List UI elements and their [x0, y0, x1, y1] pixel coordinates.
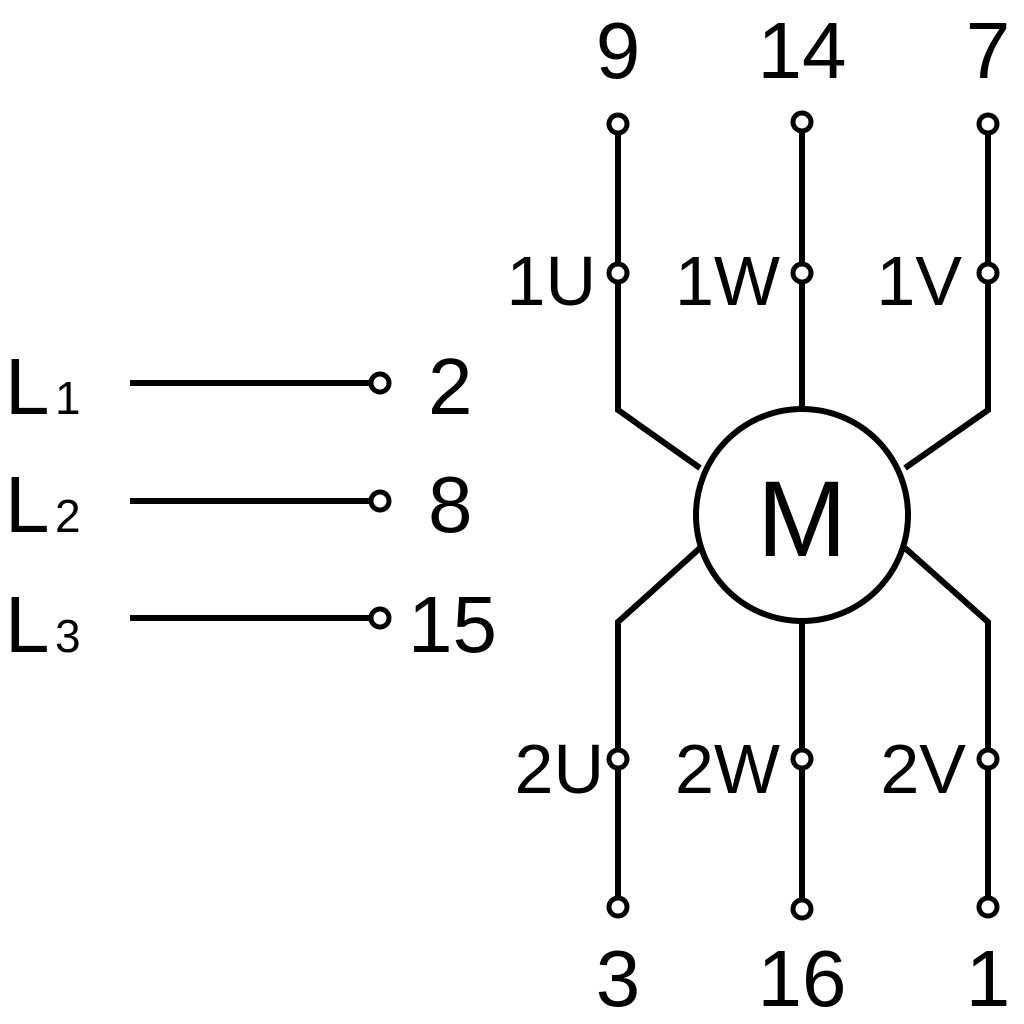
top-terminal-9: 9 [596, 6, 641, 136]
terminal-connector [368, 606, 392, 630]
motor-symbol: M [693, 406, 911, 624]
winding-wire-2v [903, 545, 991, 898]
bottom-terminal-1: 1 [966, 895, 1011, 1023]
motor-label: M [757, 458, 847, 579]
winding-label: 2V [880, 730, 966, 808]
winding-end-2u: 2U [515, 730, 630, 808]
terminal-number: 2 [428, 342, 473, 431]
motor-circle [693, 406, 911, 624]
winding-end-2v: 2V [880, 730, 1000, 808]
supply-line-index: 3 [55, 610, 81, 662]
terminal-connector [606, 895, 630, 919]
terminal-number: 15 [408, 580, 497, 669]
terminal-connector [790, 261, 814, 285]
terminal-connector [790, 747, 814, 771]
supply-line-letter: L [5, 460, 50, 549]
supply-line-index: 1 [55, 372, 81, 424]
terminal-connector [976, 261, 1000, 285]
supply-line-letter: L [5, 342, 50, 431]
winding-label: 1W [675, 242, 780, 320]
winding-start-1v: 1V [876, 242, 1000, 320]
winding-label: 2W [675, 730, 780, 808]
terminal-connector [976, 747, 1000, 771]
bottom-terminal-16: 16 [758, 897, 847, 1023]
supply-line-l3: L 3 15 [5, 580, 497, 669]
supply-line-l2: L 2 8 [5, 460, 473, 549]
bottom-terminal-3: 3 [596, 895, 641, 1023]
winding-start-1w: 1W [675, 242, 814, 320]
terminal-number: 1 [966, 934, 1011, 1023]
terminal-connector [606, 747, 630, 771]
terminal-number: 7 [966, 6, 1011, 95]
winding-label: 2U [515, 730, 604, 808]
supply-line-letter: L [5, 580, 50, 669]
terminal-number: 16 [758, 934, 847, 1023]
winding-label: 1V [876, 242, 962, 320]
terminal-connector [368, 489, 392, 513]
terminal-number: 14 [758, 6, 847, 95]
terminal-connector [790, 110, 814, 134]
terminal-number: 3 [596, 934, 641, 1023]
terminal-connector [790, 897, 814, 921]
winding-wire-1v [903, 131, 991, 471]
top-terminal-7: 7 [966, 6, 1011, 136]
top-terminal-14: 14 [758, 6, 847, 134]
terminal-number: 8 [428, 460, 473, 549]
terminal-connector [976, 112, 1000, 136]
winding-wire-1u [615, 131, 702, 471]
terminal-connector [606, 112, 630, 136]
winding-end-2w: 2W [675, 730, 814, 808]
supply-line-l1: L 1 2 [5, 342, 473, 431]
supply-line-index: 2 [55, 490, 81, 542]
winding-wire-2u [615, 545, 703, 898]
terminal-connector [606, 261, 630, 285]
terminal-connector [976, 895, 1000, 919]
winding-start-1u: 1U [507, 242, 630, 320]
terminal-connector [368, 371, 392, 395]
winding-label: 1U [507, 242, 596, 320]
terminal-number: 9 [596, 6, 641, 95]
